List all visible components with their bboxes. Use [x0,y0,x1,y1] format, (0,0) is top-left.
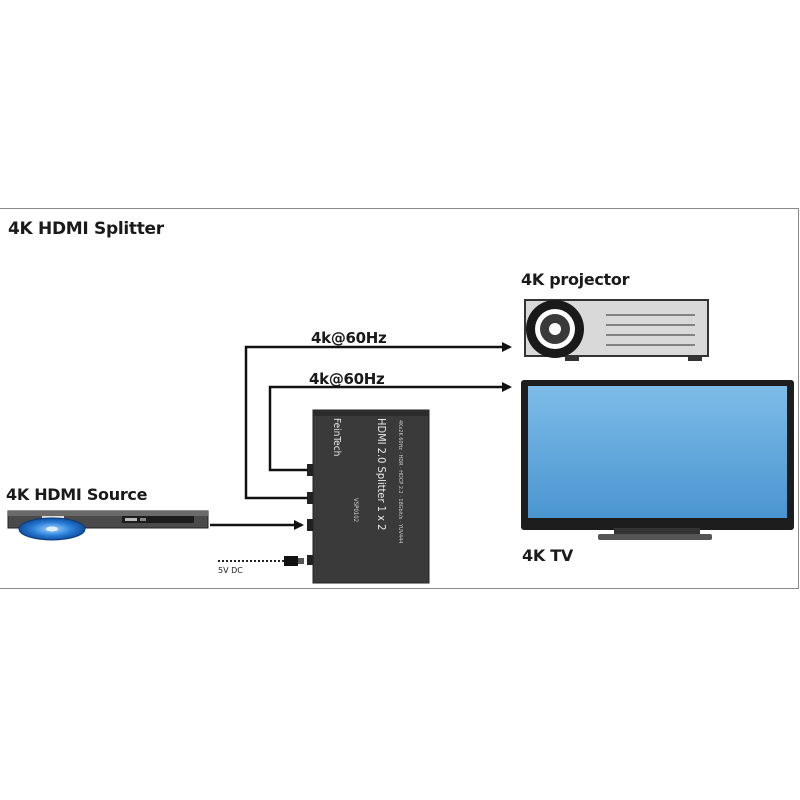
splitter-name: HDMI 2.0 Splitter 1 x 2 [375,418,388,531]
splitter-device [307,409,430,584]
power-cable [218,556,304,566]
diagram-frame [0,208,799,589]
projector-lens-icon [526,300,584,358]
splitter-model: VSP0102 [352,498,359,523]
diagram-title: 4K HDMI Splitter [8,219,164,239]
power-label: 5V DC [218,566,243,575]
source-label: 4K HDMI Source [6,485,148,504]
projector-label: 4K projector [521,270,630,289]
splitter-specs: 4Kx2K 60Hz · HDR · HDCP 2.2 · 18Gbit/s ·… [397,420,403,544]
tv-label: 4K TV [522,546,573,565]
signal-line-tv [268,382,512,472]
signal-line-projector [244,342,512,500]
splitter-brand: FeinTech [331,418,342,457]
signal-label-tv: 4k@60Hz [309,370,385,388]
bluray-disc-icon [18,517,86,541]
tv [521,380,794,540]
signal-label-projector: 4k@60Hz [311,329,387,347]
